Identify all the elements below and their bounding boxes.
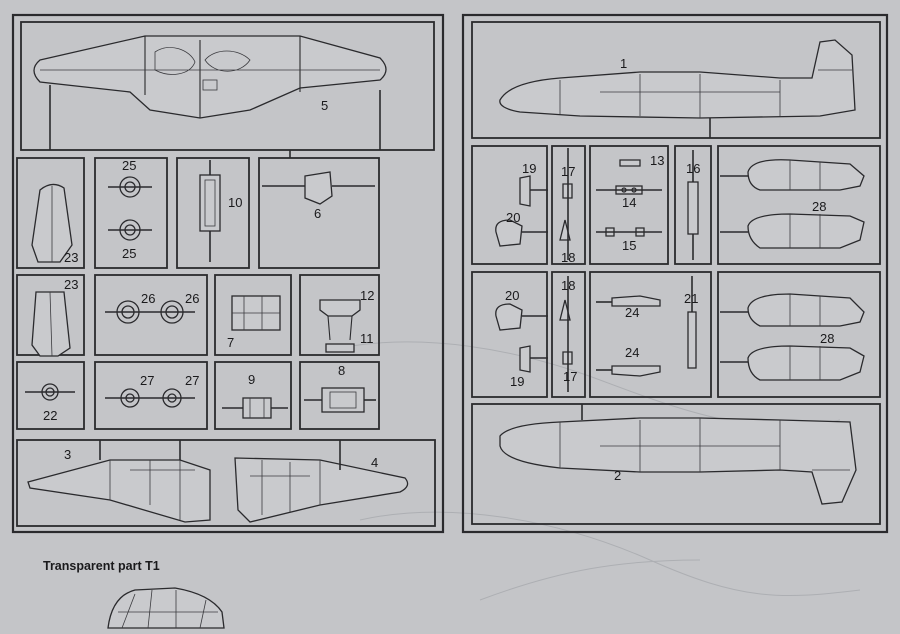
compartment-part-8: [299, 361, 380, 430]
compartment-part-19-20-upper: [471, 145, 548, 265]
label-part-22: 22: [43, 408, 57, 423]
transparent-part-section: Transparent part T1: [43, 559, 225, 629]
label-part-28-b: 28: [820, 331, 834, 346]
compartment-part-12-11: [299, 274, 380, 356]
compartment-part-17-18-upper: [551, 145, 586, 265]
label-part-20-a: 20: [506, 210, 520, 225]
label-part-10: 10: [228, 195, 242, 210]
label-part-5: 5: [321, 98, 328, 113]
label-part-21: 21: [684, 291, 698, 306]
label-part-7: 7: [227, 335, 234, 350]
compartment-part-24-21: [589, 271, 712, 398]
label-part-2: 2: [614, 468, 621, 483]
label-part-6: 6: [314, 206, 321, 221]
part-6-piece: [304, 171, 333, 205]
part-10-panel: [199, 174, 221, 232]
label-part-17-a: 17: [561, 164, 575, 179]
sprue-left-frame: [11, 13, 445, 534]
label-part-19-a: 19: [522, 161, 536, 176]
label-part-18-b: 18: [561, 278, 575, 293]
part-24-upper: [611, 295, 661, 307]
label-part-18-a: 18: [561, 250, 575, 265]
label-part-20-b: 20: [505, 288, 519, 303]
transparent-part-caption: Transparent part T1: [43, 559, 160, 573]
compartment-part-7: [214, 274, 292, 356]
part-5-wing-top: [33, 35, 387, 119]
part-4-wing-half: [234, 457, 409, 523]
compartment-part-23-top: [16, 157, 85, 269]
part-12-11-bracket: [319, 299, 361, 317]
compartment-part-2: [471, 403, 881, 525]
label-part-13: 13: [650, 153, 664, 168]
compartment-part-6: [258, 157, 380, 269]
label-part-14: 14: [622, 195, 636, 210]
part-16-piece: [687, 181, 699, 235]
part-2-fuselage-half: [499, 417, 857, 505]
background-ghost-lines: [329, 341, 861, 601]
label-part-25-b: 25: [122, 246, 136, 261]
label-part-23-a: 23: [64, 250, 78, 265]
part-3-wing-half: [27, 459, 211, 523]
part-28-upper-pair: [747, 159, 865, 249]
part-28-lower-pair: [747, 293, 865, 381]
part-9-piece: [242, 397, 272, 419]
part-19-lower: [519, 345, 531, 373]
label-part-11: 11: [360, 331, 374, 346]
part-13-piece: [619, 159, 641, 167]
label-part-27-b: 27: [185, 373, 199, 388]
compartment-part-16: [674, 145, 712, 265]
label-part-15: 15: [622, 238, 636, 253]
compartment-parts-3-4: [16, 439, 436, 527]
sprue-right-frame: [461, 13, 889, 534]
label-part-3: 3: [64, 447, 71, 462]
compartment-part-5: [20, 21, 435, 151]
label-part-4: 4: [371, 455, 378, 470]
part-1-fuselage-half: [499, 39, 856, 119]
label-part-28-a: 28: [812, 199, 826, 214]
label-part-24-a: 24: [625, 305, 639, 320]
part-19-upper: [519, 175, 531, 207]
label-part-26-b: 26: [185, 291, 199, 306]
label-part-9: 9: [248, 372, 255, 387]
label-part-1: 1: [620, 56, 627, 71]
label-part-12: 12: [360, 288, 374, 303]
compartment-part-22: [16, 361, 85, 430]
label-part-25-a: 25: [122, 158, 136, 173]
part-21-piece: [687, 311, 697, 369]
compartment-part-9: [214, 361, 292, 430]
label-part-26-a: 26: [141, 291, 155, 306]
label-part-23-b: 23: [64, 277, 78, 292]
compartment-part-17-18-lower: [551, 271, 586, 398]
compartment-part-13-14-15: [589, 145, 669, 265]
part-20-lower: [495, 303, 523, 331]
compartment-part-10: [176, 157, 250, 269]
compartment-part-27: [94, 361, 208, 430]
compartment-part-1: [471, 21, 881, 139]
label-part-16: 16: [686, 161, 700, 176]
label-part-8: 8: [338, 363, 345, 378]
canopy-t1: [107, 587, 225, 629]
part-20-upper: [495, 219, 523, 247]
sprue-right: 1 19 17 13 16 20 14 15 18 28 18 21 20 24…: [461, 13, 889, 534]
part-24-lower: [611, 365, 661, 377]
sprue-left: 5 25 25 10 6 23 23 26 26 7 12 11 8 9 22 …: [11, 13, 445, 534]
compartment-part-19-20-lower: [471, 271, 548, 398]
compartment-part-25: [94, 157, 168, 269]
label-part-17-b: 17: [563, 369, 577, 384]
label-part-27-a: 27: [140, 373, 154, 388]
compartment-part-26: [94, 274, 208, 356]
compartment-part-28-lower: [717, 271, 881, 398]
label-part-24-b: 24: [625, 345, 639, 360]
label-part-19-b: 19: [510, 374, 524, 389]
compartment-part-28-upper: [717, 145, 881, 265]
